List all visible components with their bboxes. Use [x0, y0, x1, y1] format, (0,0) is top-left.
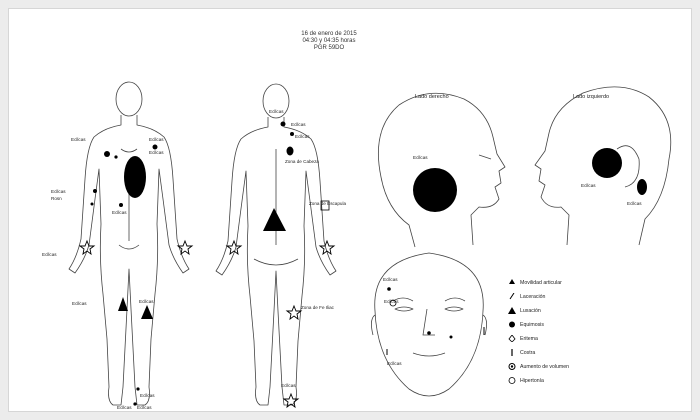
legend-item: Luxación	[520, 308, 541, 314]
front-chest-small-mark	[114, 155, 117, 158]
label-front-wrist: Ecllcas	[42, 252, 57, 257]
pin-icon	[508, 349, 516, 356]
back-thigh-star	[287, 306, 301, 319]
front-chest-mark	[124, 156, 146, 198]
back-lumbar-triangle	[263, 208, 286, 231]
label-face-jaw: Ecllcas	[387, 361, 402, 366]
legend-item: Aumento de volumen	[520, 364, 569, 370]
label-front-thigh: Ecllcas	[72, 301, 87, 306]
label-left-temple: Ecllcas	[581, 183, 596, 188]
label-front-shoulder-left: Ecllcas	[149, 137, 164, 142]
label-front-arm-2: Rosn	[51, 196, 62, 201]
label-front-arm: Ecllcas	[51, 189, 66, 194]
label-back-head: Ecllcas	[269, 109, 284, 114]
left-temple-mark	[592, 148, 622, 178]
back-neck-mark	[281, 122, 286, 127]
legend-label: Movilidad articular	[520, 280, 562, 286]
label-front-shoulder: Ecllcas	[71, 137, 86, 142]
face-forehead-mark	[387, 287, 391, 291]
view-title-right-side: Lado derecho	[415, 95, 449, 100]
legend-item: Hipertonía	[520, 378, 544, 384]
left-ear-mark	[637, 179, 647, 195]
face-cheek-mark	[450, 336, 453, 339]
label-front-chest: Ecllcas	[149, 150, 164, 155]
diagram-frame: 16 de enero de 2015 04:30 y 04:35 horas …	[8, 8, 692, 412]
legend-label: Luxación	[520, 308, 541, 314]
slash-icon	[508, 293, 516, 300]
label-back-iliac: Zona de Escapula	[309, 201, 346, 206]
legend-item: Eritema	[520, 336, 538, 342]
front-left-wrist-star	[178, 241, 192, 254]
head-front-face	[371, 253, 486, 396]
label-right-cheek: Ecllcas	[413, 155, 428, 160]
label-back-scapula: Zona de Cabeza	[285, 159, 319, 164]
front-arm-mark	[91, 203, 94, 206]
legend-label: Equimosis	[520, 322, 544, 328]
legend-item: Equimosis	[520, 322, 544, 328]
legend-label: Laceración	[520, 294, 545, 300]
face-nose-mark	[427, 331, 431, 335]
back-shoulder-mark	[290, 132, 294, 136]
label-front-ankle: Ecllcas	[140, 393, 155, 398]
legend-label: Aumento de volumen	[520, 364, 569, 370]
label-front-foot-right: Ecllcas	[117, 405, 132, 410]
front-abdomen-mark	[119, 203, 123, 207]
label-back-neck: Ecllcas	[291, 122, 306, 127]
label-front-foot: Ecllcas	[137, 405, 152, 410]
circle-icon	[508, 321, 516, 328]
label-back-shoulder: Ecllcas	[295, 134, 310, 139]
legend-label: Costra	[520, 350, 535, 356]
back-scapula-mark	[287, 147, 294, 156]
label-face-eyebrow: Ecllcas	[384, 299, 399, 304]
front-shoulder-mark	[104, 151, 110, 157]
label-front-thigh-left: Ecllcas	[139, 299, 154, 304]
legend-item: Movilidad articular	[520, 280, 562, 286]
legend-item: Laceración	[520, 294, 545, 300]
front-thigh-triangle	[118, 297, 128, 311]
label-back-thigh: Zona de Fe Iliac	[301, 305, 334, 310]
ring-icon	[508, 363, 516, 370]
label-left-ear: Ecllcas	[627, 201, 642, 206]
label-back-heel: Ecllcas	[281, 383, 296, 388]
legend-label: Hipertonía	[520, 378, 544, 384]
front-ankle-mark	[136, 387, 139, 390]
front-body-figure	[69, 82, 189, 405]
front-thigh-triangle	[141, 305, 153, 319]
back-body-figure	[216, 84, 336, 405]
drop-icon	[508, 335, 516, 342]
view-title-left-side: Lado izquierdo	[573, 95, 609, 100]
triangle-icon	[508, 307, 516, 314]
open-circle-icon	[508, 377, 516, 384]
legend-label: Eritema	[520, 336, 538, 342]
front-shoulder-mark	[153, 145, 158, 150]
front-arm-mark	[93, 189, 97, 193]
legend-item: Costra	[520, 350, 535, 356]
label-face-forehead: Ecllcas	[383, 277, 398, 282]
right-cheek-mark	[413, 168, 457, 212]
arrow-icon	[508, 279, 516, 286]
label-front-abdomen: Ecllcas	[112, 210, 127, 215]
